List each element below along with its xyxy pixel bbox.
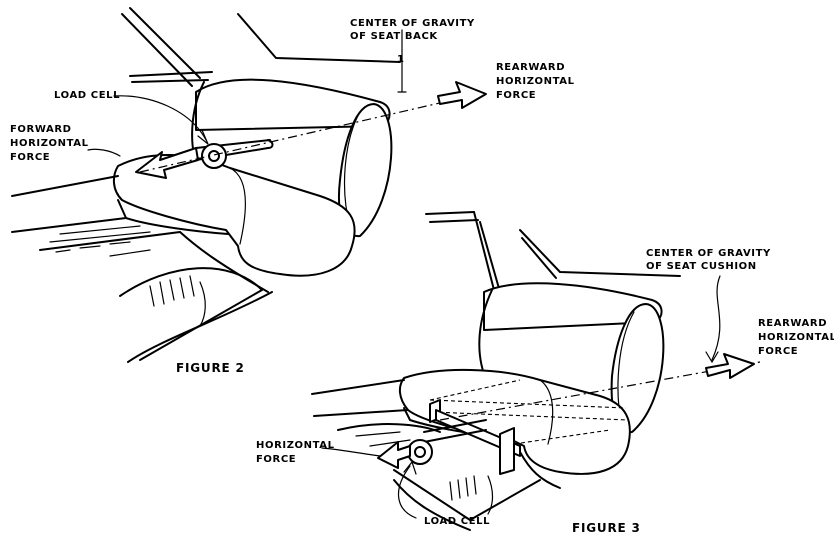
fig2-rearward-force-arrow — [437, 81, 487, 109]
figure-3: CENTER OF GRAVITY OF SEAT CUSHION REARWA… — [256, 211, 834, 535]
fig3-load-cell-leader — [397, 465, 417, 519]
fig2-cg-marker: 1 — [397, 54, 405, 65]
fig3-load-cell-assembly — [407, 399, 521, 475]
fig3-rearward-label-line1: REARWARD — [758, 318, 827, 329]
fig2-forward-label-line1: FORWARD — [10, 124, 72, 135]
fig2-window-frame — [121, 7, 401, 87]
fig3-rearward-force-arrow — [705, 353, 755, 379]
fig2-cg-leader — [397, 29, 407, 93]
fig3-cg-leader — [711, 275, 721, 361]
fig3-horizontal-label-line1: HORIZONTAL — [256, 440, 335, 451]
fig3-horizontal-leader — [321, 447, 381, 457]
fig2-seat-cushion — [112, 153, 356, 277]
fig3-caption: FIGURE 3 — [572, 521, 641, 535]
fig3-horizontal-label-line2: FORCE — [256, 454, 296, 465]
fig2-seat-back — [191, 78, 393, 238]
figure-2: CENTER OF GRAVITY OF SEAT BACK 1 REARWAR… — [10, 7, 575, 375]
fig2-floor — [11, 175, 273, 363]
fig2-caption: FIGURE 2 — [176, 361, 245, 375]
fig2-forward-label-line3: FORCE — [10, 152, 50, 163]
fig2-load-cell-leader — [113, 95, 207, 141]
fig2-cg-label-line1: CENTER OF GRAVITY — [350, 18, 475, 29]
fig3-window-frame — [425, 211, 681, 293]
fig3-floor — [311, 379, 561, 531]
fig3-rearward-label-line2: HORIZONTAL — [758, 332, 834, 343]
fig2-cg-label-line2: OF SEAT BACK — [350, 31, 438, 42]
fig3-seat-back — [478, 282, 665, 434]
fig2-rearward-label-line3: FORCE — [496, 90, 536, 101]
fig3-cg-label-line2: OF SEAT CUSHION — [646, 261, 757, 272]
fig3-load-cell-label: LOAD CELL — [424, 516, 490, 527]
fig3-cg-label-line1: CENTER OF GRAVITY — [646, 248, 771, 259]
fig2-load-cell-label: LOAD CELL — [54, 90, 120, 101]
fig2-forward-leader — [87, 148, 121, 157]
fig2-forward-label-line2: HORIZONTAL — [10, 138, 89, 149]
fig3-rearward-label-line3: FORCE — [758, 346, 798, 357]
fig3-horizontal-force-arrow — [377, 441, 411, 469]
fig2-forward-force-arrow — [135, 147, 199, 179]
fig2-rearward-label-line1: REARWARD — [496, 62, 565, 73]
fig2-rearward-label-line2: HORIZONTAL — [496, 76, 575, 87]
